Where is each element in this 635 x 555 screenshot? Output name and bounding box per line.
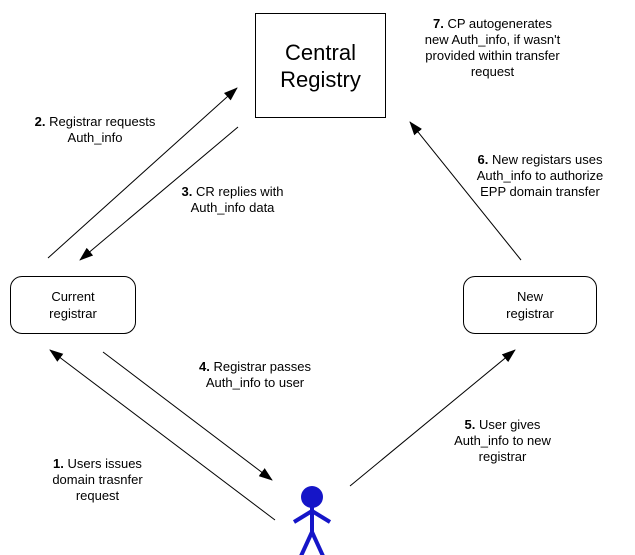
new-registrar-line-2: registrar: [506, 306, 554, 321]
step-6-line-2: Auth_info to authorize: [476, 168, 604, 183]
step-5-line-1: User gives: [479, 417, 541, 432]
step-7-line-2: new Auth_info, if wasn't: [424, 32, 561, 47]
current-registrar-line-1: Current: [51, 289, 95, 304]
step-6-line-3: EPP domain transfer: [480, 184, 600, 199]
step-1-line-2: domain trasnfer: [52, 472, 143, 487]
step-5-line-2: Auth_info to new: [454, 433, 551, 448]
step-3-number: 3.: [181, 184, 193, 199]
step-1-line-1: Users issues: [67, 456, 142, 471]
arrow-new-registrar-to-registry: [409, 121, 522, 261]
arrow-registrar-passes-to-user: [102, 351, 273, 481]
step-1-label: 1. Users issues domain trasnfer request: [35, 456, 160, 504]
arrow-user-gives-to-new-registrar: [349, 349, 516, 487]
step-6-number: 6.: [477, 152, 489, 167]
new-registrar-line-1: New: [516, 289, 543, 304]
step-7-number: 7.: [432, 16, 444, 31]
step-4-line-1: Registrar passes: [213, 359, 311, 374]
step-3-line-1: CR replies with: [196, 184, 284, 199]
step-1-line-3: request: [75, 488, 120, 503]
step-5-number: 5.: [464, 417, 476, 432]
step-6-label: 6. New registars uses Auth_info to autho…: [445, 152, 635, 200]
current-registrar-box: Current registrar: [10, 276, 136, 334]
step-5-line-3: registrar: [478, 449, 527, 464]
step-2-line-1: Registrar requests: [49, 114, 156, 129]
current-registrar-line-2: registrar: [49, 306, 97, 321]
step-3-line-2: Auth_info data: [190, 200, 275, 215]
step-2-line-2: Auth_info: [67, 130, 123, 145]
central-registry-line-1: Central: [285, 39, 356, 65]
step-7-line-3: provided within transfer: [425, 48, 560, 63]
step-6-line-1: New registars uses: [491, 152, 603, 167]
step-4-label: 4. Registrar passes Auth_info to user: [170, 359, 340, 391]
step-7-label: 7. CP autogenerates new Auth_info, if wa…: [390, 16, 595, 80]
step-2-label: 2. Registrar requests Auth_info: [15, 114, 175, 146]
step-3-label: 3. CR replies with Auth_info data: [160, 184, 305, 216]
step-2-number: 2.: [34, 114, 46, 129]
person-icon: [292, 486, 332, 555]
central-registry-line-2: Registry: [280, 66, 361, 92]
step-7-line-1: CP autogenerates: [447, 16, 553, 31]
step-1-number: 1.: [53, 456, 64, 471]
arrow-registrar-requests-auth-info: [47, 87, 238, 259]
step-4-line-2: Auth_info to user: [205, 375, 305, 390]
arrow-cr-replies-auth-info: [79, 126, 239, 261]
step-4-number: 4.: [198, 359, 210, 374]
step-5-label: 5. User gives Auth_info to new registrar: [440, 417, 565, 465]
new-registrar-box: New registrar: [463, 276, 597, 334]
central-registry-box: Central Registry: [255, 13, 386, 118]
step-7-line-4: request: [470, 64, 515, 79]
arrow-user-issues-request: [49, 349, 276, 521]
